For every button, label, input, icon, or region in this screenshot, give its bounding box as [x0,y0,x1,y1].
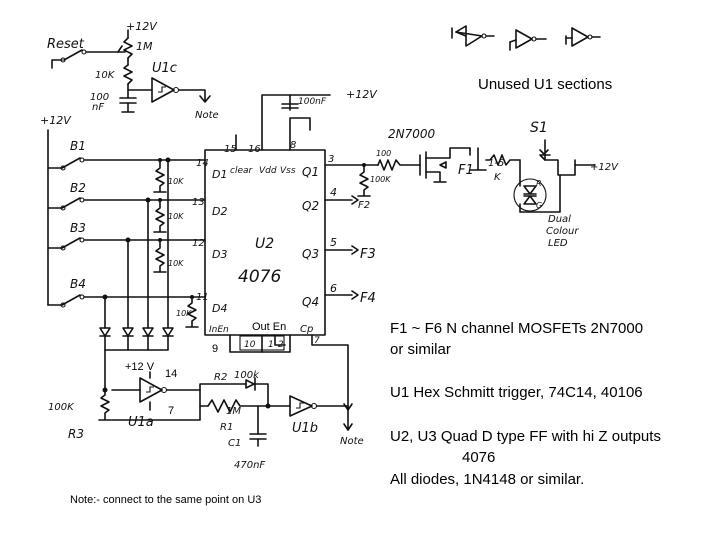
c-100nf-top-label: 100nF [298,97,327,107]
q3-label: Q3 [302,247,319,261]
r-1m-label: 1M [136,40,153,53]
pin12-label: 12 [192,238,205,249]
f3-label: F3 [360,247,376,262]
plus12-vdd-label: +12V [346,88,378,101]
r10k-d-label: 10K [176,309,192,318]
b4-label: B4 [70,277,86,291]
u1a-label: U1a [128,415,154,430]
oscillator-circuit [98,349,353,447]
mosfet-label: 2N7000 [388,127,436,141]
d2-label: D2 [212,205,227,218]
note-bottom-label: Note [340,436,364,447]
led-label: LED [548,238,568,249]
pin15-label: 15 [224,144,237,155]
reset-label: Reset [47,37,85,52]
r100-label: 100 [376,149,391,158]
r1-value-label: 1M [226,406,241,417]
c1-value-label: 470nF [234,460,265,471]
note-u2-u3-line1: U2, U3 Quad D type FF with hi Z outputs [390,428,661,445]
f1-label: F1 [458,163,474,178]
output-stage [357,139,596,213]
b2-label: B2 [70,181,86,195]
pin5-label: 5 [330,236,337,249]
q4-label: Q4 [302,295,319,309]
c1-label: C1 [228,438,241,449]
pin6-label: 6 [330,282,337,295]
vss-label: Vss [280,166,296,176]
clear-label: clear [230,166,254,176]
pin1-label: 1 [268,340,274,350]
r1-label: R1 [220,422,233,433]
led-g-label: G [536,201,542,210]
pin3-label: 3 [328,154,334,165]
c-100nf-label: 100 [90,92,109,103]
q2-label: Q2 [302,199,319,213]
cp-label: Cp [300,324,313,335]
pin4-label: 4 [330,186,337,199]
r10k-c-label: 10K [168,259,184,268]
pin11-label: 11 [196,292,209,303]
r3-label: R3 [68,427,84,441]
r-10k-reset-label: 10K [95,70,116,81]
u1c-label: U1c [152,61,177,76]
u1a-pin7-label: 7 [168,405,174,417]
q1-label: Q1 [302,165,319,179]
r2-value-label: 100k [234,370,260,381]
note-mosfets-line2: or similar [390,341,451,358]
r3-value-label: 100K [48,402,75,413]
plus12-left-label: +12V [40,114,72,127]
pin14-label: 14 [196,158,209,169]
chip-part-label: 4076 [238,267,281,287]
r-1-5k-unit: K [494,172,502,183]
u2-label: U2 [255,236,274,252]
footnote: Note:- connect to the same point on U3 [70,494,261,506]
u1a-plus-label: +12 V [125,361,155,373]
unused-sections-title: Unused U1 sections [478,76,612,93]
button-inputs [47,129,206,351]
c-100nf-unit: nF [92,102,104,113]
f4-label: F4 [360,291,376,306]
reset-circuit [51,29,211,113]
r2-label: R2 [214,372,227,383]
led-dual-label: Dual [548,214,571,225]
note-top-label: Note [195,110,219,121]
unused-gates [451,25,601,51]
b1-label: B1 [70,139,86,153]
s1-label: S1 [530,120,548,136]
u2-chip [204,94,379,411]
d4-label: D4 [212,302,227,315]
u1a-pin14-label: 14 [165,368,177,380]
note-mosfets-line1: F1 ~ F6 N channel MOSFETs 2N7000 [390,320,643,337]
pin10-label: 10 [244,340,256,350]
led-colour-label: Colour [546,226,579,237]
vdd-label: Vdd [259,166,277,176]
b3-label: B3 [70,221,86,235]
r-1-5k-label: 1-5 [488,158,504,169]
pin16-label: 16 [248,144,261,155]
r10k-a-label: 10K [168,177,184,186]
inen-label: InEn [209,325,229,335]
outen-label: Out En [252,321,286,333]
r10k-b-label: 10K [168,212,184,221]
note-u2-u3-line2: 4076 [462,449,495,466]
pin2-label: 2 [278,340,284,350]
pin13-label: 13 [192,197,205,208]
pin7-label: 7 [314,336,320,346]
note-u1: U1 Hex Schmitt trigger, 74C14, 40106 [390,384,643,401]
d1-label: D1 [212,168,227,181]
f2-label: F2 [358,200,370,211]
led-r-label: R [536,179,542,188]
plus12-top-label: +12V [126,20,158,33]
note-diodes: All diodes, 1N4148 or similar. [390,471,584,488]
plus12-right-label: +12V [590,162,619,173]
d3-label: D3 [212,248,227,261]
pin8-label: 8 [290,140,296,151]
pin9-label: 9 [212,343,218,355]
r100k-label: 100K [370,175,391,184]
u1b-label: U1b [292,421,318,436]
